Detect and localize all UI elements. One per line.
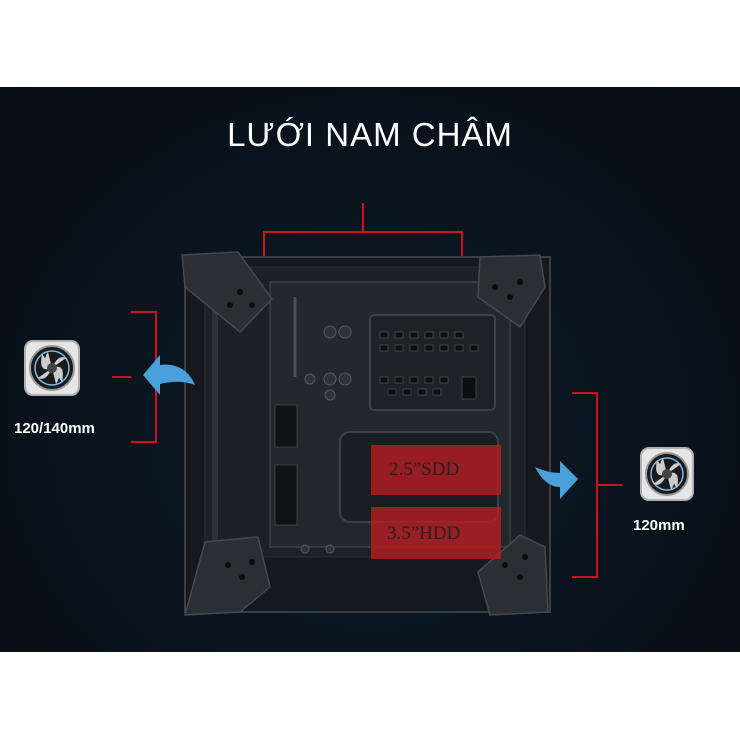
intake-arrow-icon (535, 461, 578, 499)
exhaust-arrow-icon (143, 355, 195, 395)
right-fan-bracket (572, 392, 622, 578)
case-illustration (24, 203, 694, 616)
pc-case (181, 251, 551, 616)
case-fan-icon (640, 447, 694, 501)
top-bracket (263, 203, 463, 265)
product-banner: LƯỚI NAM CHÂM (0, 87, 740, 652)
case-fan-icon (24, 340, 80, 396)
hdd-label: 3.5”HDD (387, 523, 461, 544)
left-fan-size-label: 120/140mm (14, 420, 95, 437)
ssd-label: 2.5”SDD (389, 459, 460, 480)
banner-title: LƯỚI NAM CHÂM (227, 116, 513, 153)
drive-highlights (371, 445, 501, 559)
right-fan-size-label: 120mm (633, 517, 685, 534)
